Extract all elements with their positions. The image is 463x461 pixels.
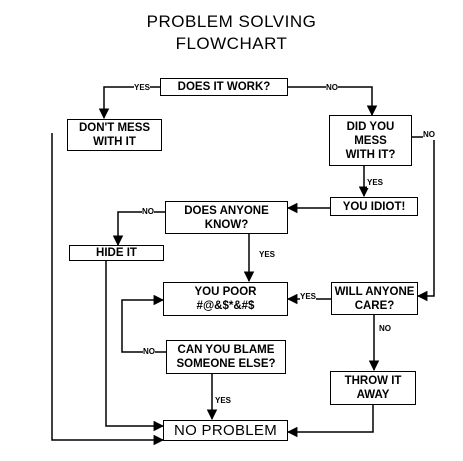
node-hide-it: HIDE IT xyxy=(69,245,164,261)
edge-blame-no xyxy=(121,294,166,353)
chart-title-line-2: FLOWCHART xyxy=(175,34,288,53)
node-throw-it-away: THROW IT AWAY xyxy=(330,371,416,405)
edge-label-work-yes: YES xyxy=(134,83,151,93)
edge-work-yes xyxy=(98,86,160,120)
edge-label-mess-no: NO xyxy=(423,130,435,140)
node-does-it-work: DOES IT WORK? xyxy=(160,78,288,96)
edge-mess-no xyxy=(412,136,435,302)
node-you-idiot: YOU IDIOT! xyxy=(330,197,418,216)
edge-label-blame-yes: YES xyxy=(215,396,232,406)
node-does-anyone-know: DOES ANYONE KNOW? xyxy=(165,201,288,234)
chart-title-line-1: PROBLEM SOLVING xyxy=(146,12,317,31)
node-can-you-blame-someone-else: CAN YOU BLAME SOMEONE ELSE? xyxy=(166,340,286,374)
node-no-problem: NO PROBLEM xyxy=(163,420,288,441)
edge-label-know-no: NO xyxy=(142,207,154,217)
edge-label-care-yes: YES xyxy=(300,292,317,302)
edge-label-work-no: NO xyxy=(326,83,338,93)
edge-hide-noproblem xyxy=(105,261,165,432)
node-will-anyone-care: WILL ANYONE CARE? xyxy=(331,282,418,315)
edge-dontmess-noproblem xyxy=(51,133,165,446)
node-you-poor: YOU POOR #@&$*&#$ xyxy=(163,282,288,316)
edge-label-blame-no: NO xyxy=(143,347,155,357)
edge-work-no xyxy=(288,86,378,117)
edge-throw-noproblem xyxy=(286,405,374,438)
edge-label-care-no: NO xyxy=(379,324,391,334)
node-dont-mess-with-it: DON'T MESS WITH IT xyxy=(67,119,162,151)
edge-label-know-yes: YES xyxy=(259,250,276,260)
node-did-you-mess-with-it: DID YOU MESS WITH IT? xyxy=(329,115,412,166)
edge-label-mess-yes: YES xyxy=(367,178,384,188)
